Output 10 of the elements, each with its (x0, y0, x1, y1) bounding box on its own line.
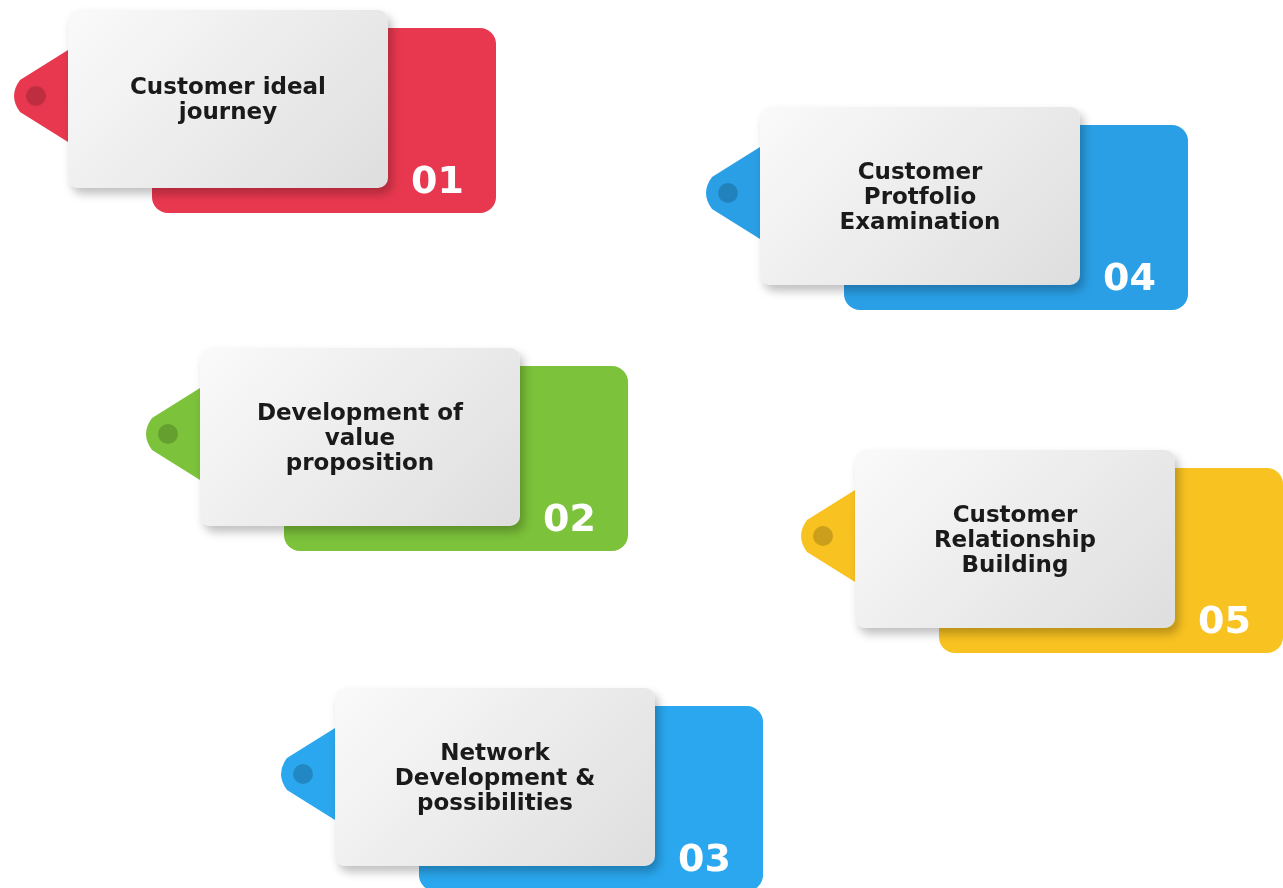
step-label: Customer Relationship Building (932, 501, 1098, 577)
step-number: 05 (1198, 601, 1251, 639)
step-label: Customer ideal journey (129, 74, 327, 124)
step-number: 01 (411, 161, 464, 199)
step-number: 03 (678, 839, 731, 877)
step-number: 04 (1103, 258, 1156, 296)
step-label: Customer Protfolio Examination (838, 158, 1002, 234)
step-label: Development of value proposition (255, 399, 465, 475)
step-number: 02 (543, 499, 596, 537)
step-label: Network Development & possibilities (393, 739, 597, 815)
